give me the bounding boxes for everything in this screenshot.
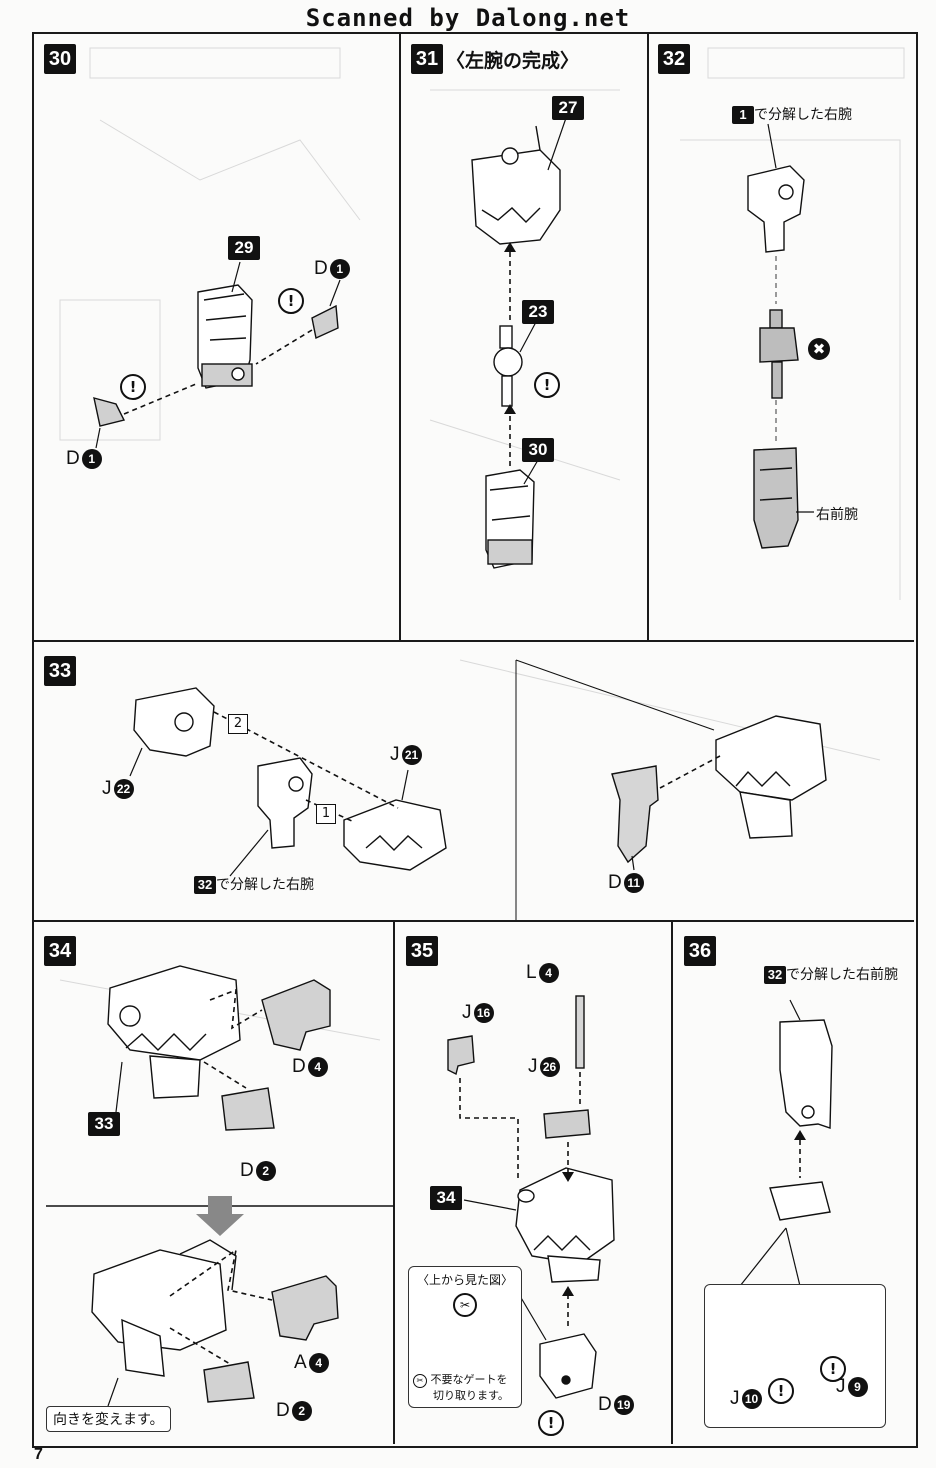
step-36-caution-icon-right: ! [820, 1356, 846, 1382]
step-32-right-forearm-label: 右前腕 [816, 507, 858, 523]
step-31-callout-27: 27 [552, 96, 584, 120]
step-35-gate-note-line2: 切り取ります。 [433, 1389, 509, 1402]
step-35-cut-icon-top: ✂ [453, 1293, 477, 1317]
step-30-number: 30 [44, 44, 76, 74]
step-35-caution-icon: ! [538, 1410, 564, 1436]
step-30-callout-29: 29 [228, 236, 260, 260]
step-34-rotate-note: 向きを変えます。 [46, 1406, 171, 1432]
step-31-number: 31 [411, 44, 443, 74]
step-34-callout-33: 33 [88, 1112, 120, 1136]
step-35-callout-34: 34 [430, 1186, 462, 1210]
step-35-top-view-box: 〈上から見た図〉 ✂ ✂ 不要なゲートを 切り取ります。 [408, 1266, 522, 1408]
step-30-caution-icon-lower: ! [120, 374, 146, 400]
step-33-order-2: 2 [228, 714, 248, 734]
step-32-number: 32 [658, 44, 690, 74]
page-number: 7 [34, 1446, 43, 1463]
step-34-number: 34 [44, 936, 76, 966]
step-31-caution-icon: ! [534, 372, 560, 398]
step-32-remove-x-icon: ✖ [808, 338, 830, 360]
step-30-caution-icon-upper: ! [278, 288, 304, 314]
step-35-number: 35 [406, 936, 438, 966]
step-35-gate-note-line1: ✂ 不要なゲートを [413, 1371, 508, 1388]
step-33-number: 33 [44, 656, 76, 686]
step-36-caution-icon-left: ! [768, 1378, 794, 1404]
step-31-callout-23: 23 [522, 300, 554, 324]
step-31-title: 〈左腕の完成〉 [446, 50, 580, 72]
step-31-callout-30: 30 [522, 438, 554, 462]
step-33-order-1: 1 [316, 804, 336, 824]
step-35-top-view-title: 〈上から見た図〉 [417, 1273, 514, 1287]
scan-credit-header: Scanned by Dalong.net [0, 4, 936, 34]
step-36-detail-box [704, 1284, 886, 1428]
step-36-number: 36 [684, 936, 716, 966]
page-frame [32, 32, 918, 1448]
